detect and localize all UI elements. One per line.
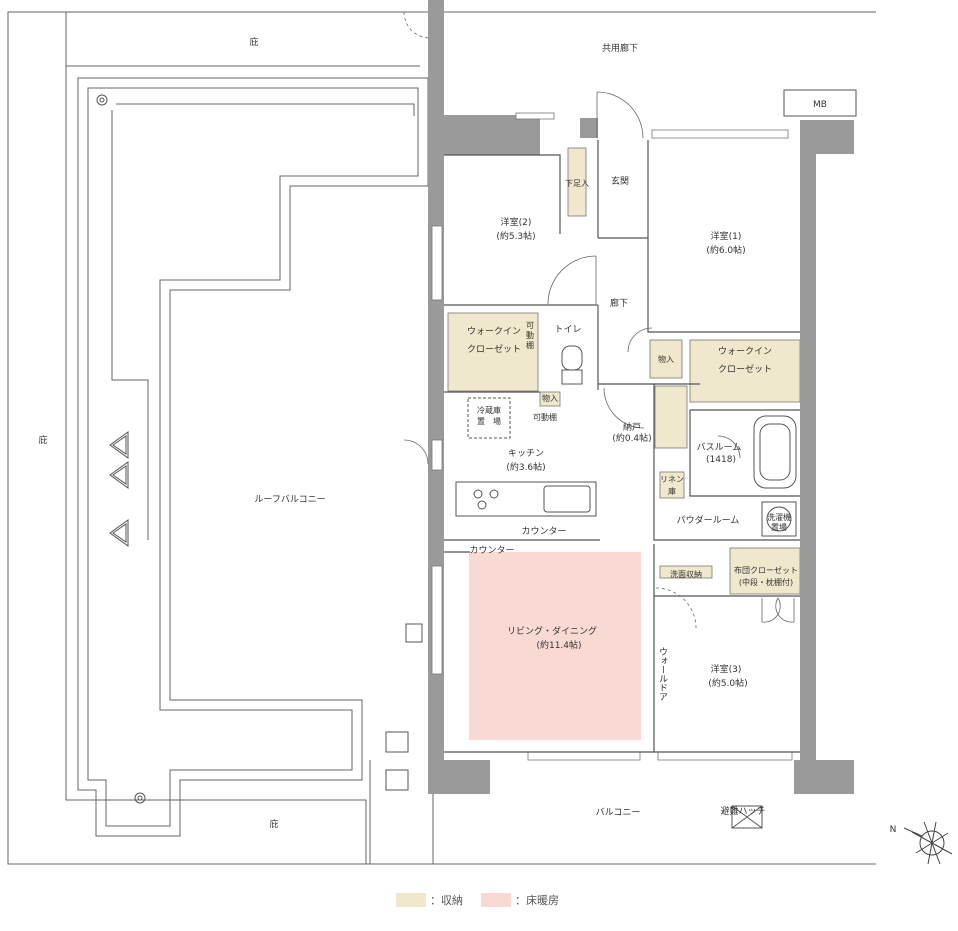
label-kitchen: キッチン: [508, 448, 544, 459]
label-western2-size: (約5.3帖): [496, 230, 535, 242]
ac-unit-icons: [109, 431, 129, 547]
label-living: リビング・ダイニング: [507, 625, 597, 637]
label-roof-balcony: ルーフバルコニー: [254, 494, 325, 505]
label-powder-room: パウダールーム: [677, 514, 740, 526]
label-closet-2: (約0.4帖): [612, 432, 651, 444]
legend-label-storage: ：収納: [430, 894, 463, 907]
label-mb: MB: [813, 100, 827, 110]
label-counter-1: カウンター: [521, 526, 566, 537]
drain-icon: [134, 792, 146, 804]
label-counter-2: カウンター: [469, 545, 514, 556]
label-eaves-bottom: 庇: [269, 818, 278, 830]
legend: ：収納 ：床暖房: [396, 892, 577, 908]
label-shoe-box: 下足入: [565, 179, 589, 188]
label-common-corridor: 共用廊下: [602, 42, 638, 54]
label-futon-1: 布団クローゼット: [734, 565, 798, 575]
label-washer-2: 置場: [771, 522, 787, 532]
label-linen-1: リネン: [660, 475, 684, 484]
label-western2: 洋室(2): [501, 216, 532, 228]
storage-areas: [447, 147, 801, 595]
label-movable-shelf-2: 動: [526, 331, 534, 340]
label-movable-shelf-3: 棚: [526, 340, 534, 350]
label-wic-right-1: ウォークイン: [718, 346, 772, 357]
label-living-size: (約11.4帖): [536, 639, 581, 651]
floor-heating-area: [469, 552, 641, 740]
label-storage-b: 物入: [542, 393, 558, 403]
label-storage-a: 物入: [658, 354, 674, 364]
mb-box: [783, 89, 857, 117]
label-escape-hatch: 避難ハッチ: [720, 805, 765, 817]
label-fridge-2: 置 場: [477, 416, 501, 426]
label-toilet: トイレ: [554, 325, 581, 335]
label-hallway: 廊下: [610, 297, 628, 309]
roof-balcony-outline: [77, 77, 429, 837]
vent-icon: [405, 623, 423, 643]
label-vanity-storage: 洗面収納: [670, 569, 702, 579]
label-bathroom-size: (1418): [706, 455, 736, 465]
label-eaves-top: 庇: [249, 36, 258, 48]
vent-icon: [385, 731, 409, 753]
vent-icon: [385, 769, 409, 791]
escape-hatch-icon: [731, 805, 763, 829]
label-movable-shelf-1: 可: [526, 321, 534, 330]
label-futon-2: (中段・枕棚付): [739, 577, 793, 587]
label-western1: 洋室(1): [711, 230, 742, 242]
legend-item-storage: ：収納: [396, 892, 463, 908]
label-western3-size: (約5.0帖): [708, 677, 747, 689]
label-wic-left-2: クローゼット: [467, 343, 521, 355]
drain-icon: [96, 94, 108, 106]
label-movable-shelf: 可動棚: [533, 412, 557, 422]
legend-swatch-storage: [396, 893, 426, 907]
legend-item-floor-heating: ：床暖房: [481, 892, 559, 908]
room-labels: 庇 庇 庇 共用廊下 MB ルーフバルコニー 洋室(2) (約5.3帖) 玄関 …: [38, 36, 896, 835]
label-washer-1: 洗濯機: [767, 512, 791, 522]
legend-swatch-floor-heating: [481, 893, 511, 907]
label-kitchen-size: (約3.6帖): [506, 461, 545, 473]
label-western1-size: (約6.0帖): [706, 244, 745, 256]
label-closet-1: 納戸: [623, 421, 641, 433]
label-wic-right-2: クローゼット: [718, 363, 772, 375]
partitions: [444, 140, 800, 753]
legend-label-floor-heating: ：床暖房: [515, 894, 559, 907]
label-entrance: 玄関: [611, 175, 629, 187]
label-balcony: バルコニー: [596, 807, 641, 818]
label-linen-2: 庫: [668, 486, 676, 496]
door-swings: [403, 11, 795, 629]
label-eaves-left: 庇: [38, 434, 47, 446]
label-fridge-1: 冷蔵庫: [477, 405, 501, 415]
label-wall-door: ウォールドア: [657, 647, 668, 701]
compass-icon: [903, 821, 953, 865]
compass-north-label: N: [890, 825, 897, 835]
label-wic-left-1: ウォークイン: [467, 326, 521, 337]
label-western3: 洋室(3): [711, 663, 742, 675]
fixtures: [455, 345, 797, 537]
label-bathroom: バスルーム: [697, 442, 742, 453]
